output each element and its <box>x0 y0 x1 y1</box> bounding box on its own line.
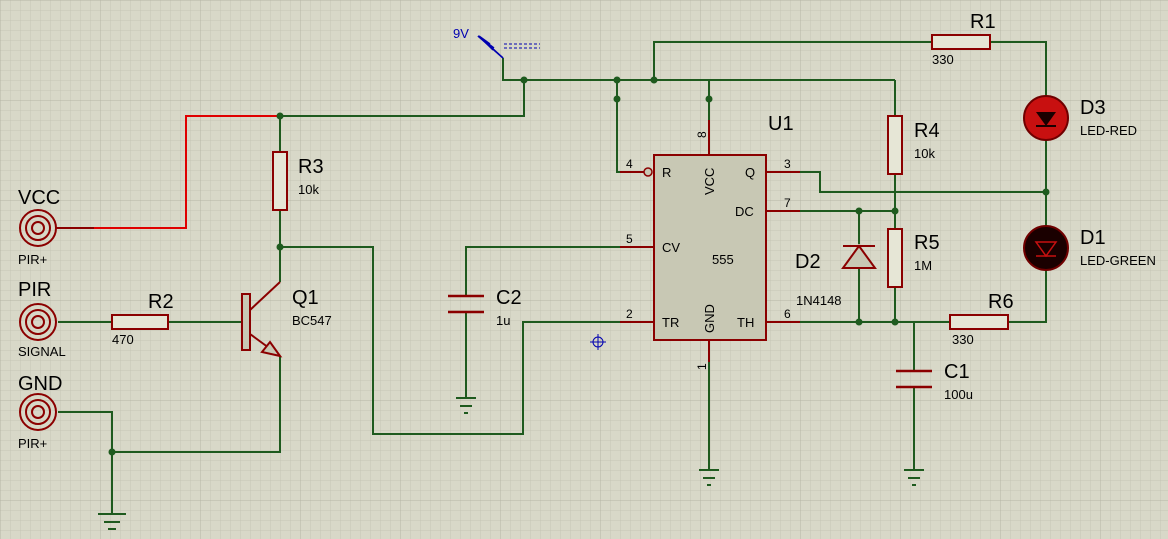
r2-ref: R2 <box>148 291 174 313</box>
terminal-gnd-name: GND <box>18 373 62 395</box>
q1-value: BC547 <box>292 313 332 328</box>
r6-ref: R6 <box>988 291 1014 313</box>
pin-gnd-label: GND <box>702 304 717 333</box>
r1-ref: R1 <box>970 11 996 33</box>
c2-ref: C2 <box>496 287 522 309</box>
led-d3[interactable]: D3 LED-RED <box>1023 95 1137 141</box>
diode-icon <box>841 244 877 269</box>
pin-th-num: 6 <box>784 307 791 321</box>
cursor-crosshair-icon <box>590 334 606 350</box>
resistor-r5[interactable]: R5 1M <box>887 228 940 288</box>
resistor-r6[interactable]: R6 330 <box>949 291 1014 347</box>
resistor-r1[interactable]: R1 330 <box>931 11 996 67</box>
r2-value: 470 <box>112 332 134 347</box>
terminal-pir[interactable]: PIR SIGNAL <box>18 279 66 359</box>
pin-dc-label: DC <box>735 204 754 219</box>
pin-th-label: TH <box>737 315 754 330</box>
c2-value: 1u <box>496 313 510 328</box>
led-red-icon <box>1036 112 1056 126</box>
pin-vcc-label: VCC <box>702 168 717 195</box>
vcc-active-wire <box>94 115 280 229</box>
junction-dots <box>108 76 1050 456</box>
resistor-r2[interactable]: R2 470 <box>111 291 174 347</box>
d3-ref: D3 <box>1080 97 1106 119</box>
d2-ref: D2 <box>795 251 821 273</box>
terminal-pir-name: PIR <box>18 279 51 301</box>
reset-bubble-icon <box>643 167 653 177</box>
r5-value: 1M <box>914 258 932 273</box>
pin-tr-label: TR <box>662 315 679 330</box>
terminal-vcc[interactable]: VCC PIR+ <box>18 187 94 267</box>
ic-body <box>653 154 767 341</box>
r6-value: 330 <box>952 332 974 347</box>
pin-vcc-num: 8 <box>695 131 709 138</box>
r4-value: 10k <box>914 146 935 161</box>
transistor-q1[interactable]: Q1 BC547 <box>241 281 332 358</box>
terminal-gnd[interactable]: GND PIR+ <box>18 373 62 451</box>
emitter-arrow-icon <box>260 340 283 358</box>
c1-value: 100u <box>944 387 973 402</box>
resistor-r3[interactable]: R3 10k <box>272 151 324 211</box>
pin-q-num: 3 <box>784 157 791 171</box>
r4-ref: R4 <box>914 120 940 142</box>
terminal-vcc-sub: PIR+ <box>18 252 47 267</box>
diode-d2[interactable]: D2 1N4148 <box>795 244 877 308</box>
led-d1[interactable]: D1 LED-GREEN <box>1023 225 1156 271</box>
c1-ref: C1 <box>944 361 970 383</box>
pin-gnd-num: 1 <box>695 363 709 370</box>
pin-dc-num: 7 <box>784 196 791 210</box>
pin-r-label: R <box>662 165 671 180</box>
ic-ref: U1 <box>768 113 794 135</box>
ic-u1[interactable]: U1 555 R CV TR Q DC TH VCC GND 4 5 2 3 7… <box>620 113 800 370</box>
r5-ref: R5 <box>914 232 940 254</box>
pin-r-num: 4 <box>626 157 633 171</box>
d2-value: 1N4148 <box>796 293 842 308</box>
d1-value: LED-GREEN <box>1080 253 1156 268</box>
capacitor-c2[interactable]: C2 1u <box>448 287 522 328</box>
q1-ref: Q1 <box>292 287 319 309</box>
resistor-r4[interactable]: R4 10k <box>887 115 940 175</box>
pin-cv-label: CV <box>662 240 680 255</box>
ground-symbols <box>104 405 920 530</box>
terminal-vcc-name: VCC <box>18 187 60 209</box>
d1-ref: D1 <box>1080 227 1106 249</box>
terminal-pir-sub: SIGNAL <box>18 344 66 359</box>
capacitor-c1[interactable]: C1 100u <box>896 361 973 402</box>
led-green-icon <box>1034 241 1058 258</box>
terminal-gnd-sub: PIR+ <box>18 436 47 451</box>
pin-q-label: Q <box>745 165 755 180</box>
pin-cv-num: 5 <box>626 232 633 246</box>
power-label: 9V <box>453 26 469 41</box>
pin-tr-num: 2 <box>626 307 633 321</box>
ic-part: 555 <box>712 252 734 267</box>
r3-ref: R3 <box>298 156 324 178</box>
power-terminal-9v[interactable]: 9V <box>453 26 540 59</box>
r1-value: 330 <box>932 52 954 67</box>
d3-value: LED-RED <box>1080 123 1137 138</box>
r3-value: 10k <box>298 182 319 197</box>
